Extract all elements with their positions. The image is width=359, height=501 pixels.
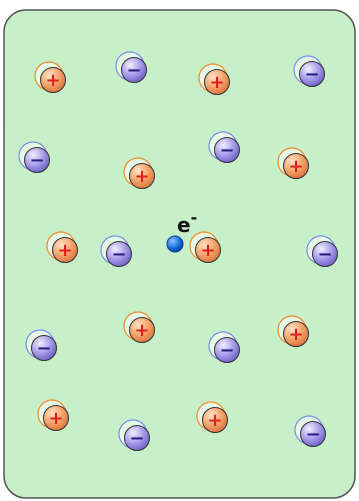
ion-charge-sign: − <box>111 244 126 265</box>
ion-charge-sign: − <box>36 338 51 359</box>
electron-dot <box>167 236 183 252</box>
ion-charge-sign: − <box>29 150 44 171</box>
ion-charge-sign: − <box>304 64 319 85</box>
ion-charge-sign: − <box>219 340 234 361</box>
ion-charge-sign: + <box>134 320 149 341</box>
ion-charge-sign: + <box>288 324 303 345</box>
ion-charge-sign: − <box>305 424 320 445</box>
electron-charge: - <box>191 208 198 227</box>
ion-charge-sign: + <box>134 166 149 187</box>
ion-charge-sign: − <box>219 140 234 161</box>
electron-symbol: e <box>177 213 191 237</box>
ion-charge-sign: + <box>288 156 303 177</box>
ion-charge-sign: + <box>200 240 215 261</box>
ion-charge-sign: + <box>57 240 72 261</box>
ion-charge-sign: − <box>129 428 144 449</box>
ion-charge-sign: + <box>207 410 222 431</box>
ion-charge-sign: − <box>317 244 332 265</box>
ion-charge-sign: − <box>126 60 141 81</box>
ion-charge-sign: + <box>45 70 60 91</box>
ion-charge-sign: + <box>209 72 224 93</box>
ion-charge-sign: + <box>48 408 63 429</box>
